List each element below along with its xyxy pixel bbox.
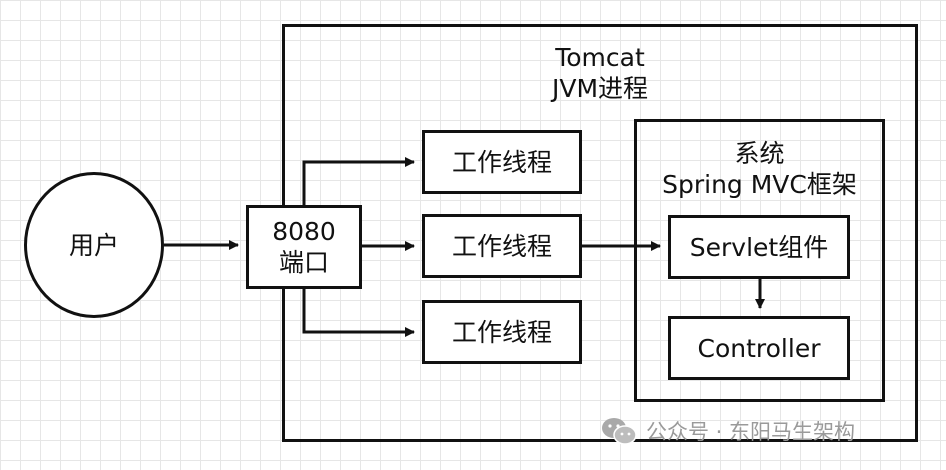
worker-thread-label: 工作线程 — [451, 147, 552, 177]
user-label: 用户 — [68, 230, 119, 260]
worker-thread-3: 工作线程 — [422, 300, 582, 364]
servlet-label: Servlet组件 — [689, 232, 829, 262]
system-title-line2: Spring MVC框架 — [662, 170, 857, 199]
worker-thread-1: 工作线程 — [422, 130, 582, 194]
worker-thread-label: 工作线程 — [451, 231, 552, 261]
tomcat-title: Tomcat JVM进程 — [500, 42, 700, 104]
controller-node: Controller — [668, 316, 850, 380]
worker-thread-2: 工作线程 — [422, 214, 582, 278]
tomcat-title-line1: Tomcat — [555, 43, 645, 72]
port-node: 8080 端口 — [246, 205, 362, 289]
system-title: 系统 Spring MVC框架 — [639, 138, 880, 200]
system-title-line1: 系统 — [734, 139, 785, 168]
wechat-icon — [602, 418, 637, 445]
watermark: 公众号 · 东阳马生架构 — [600, 414, 940, 448]
port-line2: 端口 — [278, 248, 329, 277]
worker-thread-label: 工作线程 — [451, 317, 552, 347]
spring-mvc-container — [634, 119, 885, 402]
user-node: 用户 — [24, 172, 164, 318]
port-line1: 8080 — [272, 217, 336, 246]
servlet-node: Servlet组件 — [668, 215, 850, 279]
controller-label: Controller — [697, 333, 821, 363]
watermark-text: 公众号 · 东阳马生架构 — [646, 420, 856, 444]
tomcat-title-line2: JVM进程 — [551, 74, 649, 103]
